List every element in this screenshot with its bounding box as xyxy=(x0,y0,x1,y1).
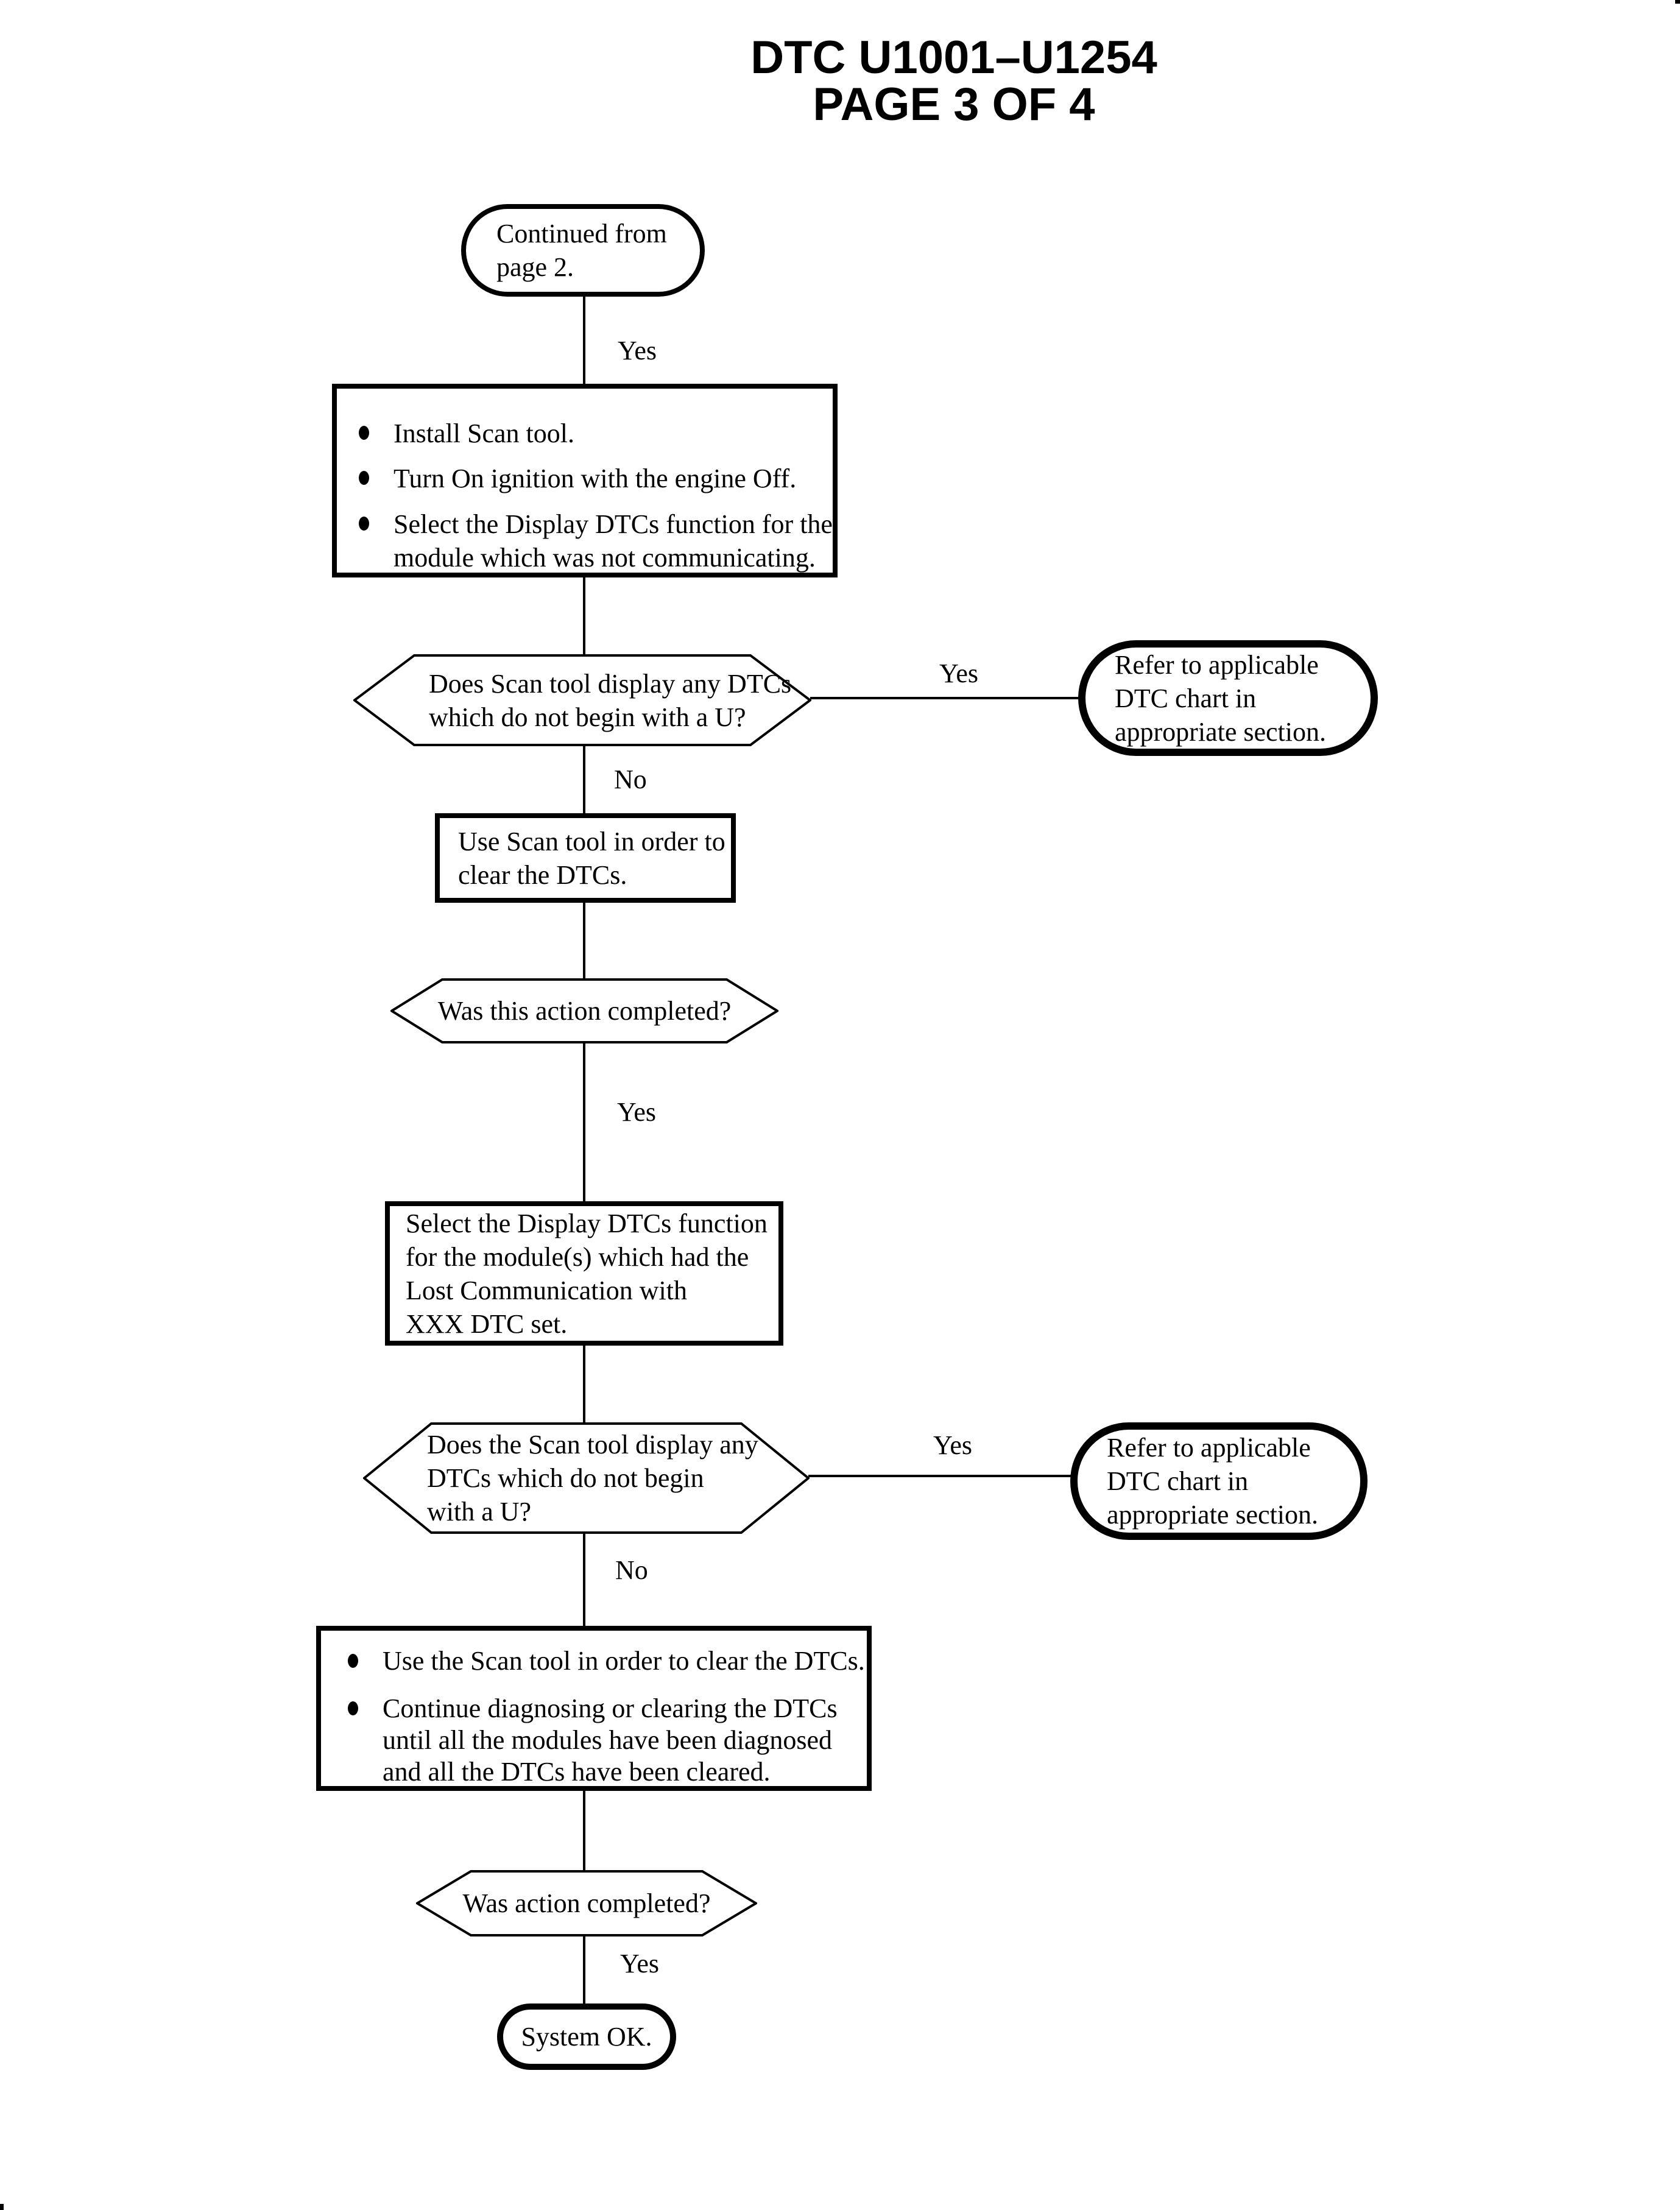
hexagon-outline xyxy=(353,654,811,746)
node-text-line: Lost Communication with xyxy=(406,1275,687,1305)
connector-line xyxy=(583,744,585,814)
terminator-refer-dtc-chart-1: Refer to applicable DTC chart in appropr… xyxy=(1078,640,1378,756)
bullet-text: Install Scan tool. xyxy=(394,417,574,450)
connector-line xyxy=(583,902,585,980)
scan-artifact-mark xyxy=(1675,0,1680,4)
node-text-line: Continued from xyxy=(496,219,667,249)
node-text-line: Select the Display DTCs function xyxy=(406,1208,768,1238)
edge-label-yes: Yes xyxy=(617,1097,657,1127)
connector-line xyxy=(583,1935,585,2005)
process-clear-and-continue: Use the Scan tool in order to clear the … xyxy=(316,1626,872,1791)
node-text-line: Refer to applicable xyxy=(1115,649,1319,680)
node-text-line: which do not begin with a U? xyxy=(429,702,746,732)
bullet-text: Use the Scan tool in order to clear the … xyxy=(383,1645,865,1677)
node-text-line: for the module(s) which had the xyxy=(406,1241,749,1272)
node-text-line: until all the modules have been diagnose… xyxy=(383,1725,833,1755)
node-text-line: Select the Display DTCs function for the xyxy=(394,509,833,539)
hexagon-outline xyxy=(363,1422,810,1534)
node-text-line: Was action completed? xyxy=(462,1888,711,1918)
decision-action-completed-1: Was this action completed? xyxy=(390,978,778,1043)
bullet-item: Use the Scan tool in order to clear the … xyxy=(348,1645,865,1677)
edge-label-yes: Yes xyxy=(620,1949,660,1979)
terminator-refer-dtc-chart-2: Refer to applicable DTC chart in appropr… xyxy=(1070,1422,1368,1540)
connector-line xyxy=(810,697,1079,699)
connector-line xyxy=(583,1343,585,1424)
hexagon-outline xyxy=(416,1870,757,1936)
terminator-continued-from: Continued from page 2. xyxy=(461,204,705,297)
bullet-text: Select the Display DTCs function for the… xyxy=(394,507,833,574)
node-text-line: XXX DTC set. xyxy=(406,1308,568,1339)
decision-action-completed-2: Was action completed? xyxy=(416,1870,757,1936)
decision-scan-tool-dtcs-2: Does the Scan tool display any DTCs whic… xyxy=(363,1422,810,1534)
node-text-line: Install Scan tool. xyxy=(394,418,574,448)
bullet-item: Install Scan tool. xyxy=(359,417,823,450)
node-text-line: Turn On ignition with the engine Off. xyxy=(394,464,797,493)
bullet-item: Select the Display DTCs function for the… xyxy=(359,507,833,574)
process-select-display-dtcs: Select the Display DTCs function for the… xyxy=(385,1201,783,1346)
node-text-line: Use Scan tool in order to xyxy=(458,826,725,856)
bullet-icon xyxy=(348,1654,358,1668)
node-text-line: Use the Scan tool in order to clear the … xyxy=(383,1646,865,1676)
connector-line xyxy=(583,1042,585,1202)
node-text-line: page 2. xyxy=(496,252,574,282)
scan-artifact-mark xyxy=(0,2204,4,2210)
decision-scan-tool-dtcs-1: Does Scan tool display any DTCs which do… xyxy=(353,654,811,746)
node-text-line: and all the DTCs have been cleared. xyxy=(383,1757,771,1787)
connector-line xyxy=(583,1531,585,1627)
bullet-icon xyxy=(359,517,369,531)
node-text-line: Continue diagnosing or clearing the DTCs xyxy=(383,1693,838,1723)
node-text-line: Does Scan tool display any DTCs xyxy=(429,668,792,699)
page-title-line1: DTC U1001–U1254 xyxy=(750,32,1157,83)
edge-label-yes: Yes xyxy=(618,336,657,365)
node-text-line: DTC chart in xyxy=(1115,683,1257,713)
node-text-line: appropriate section. xyxy=(1107,1500,1318,1530)
node-text-line: System OK. xyxy=(521,2022,652,2052)
bullet-text: Continue diagnosing or clearing the DTCs… xyxy=(383,1693,838,1788)
edge-label-yes: Yes xyxy=(939,658,979,688)
edge-label-no: No xyxy=(615,1555,648,1585)
connector-line xyxy=(583,295,585,386)
bullet-item: Continue diagnosing or clearing the DTCs… xyxy=(348,1693,857,1788)
node-text-line: module which was not communicating. xyxy=(394,543,816,573)
process-install-scan-tool: Install Scan tool. Turn On ignition with… xyxy=(332,384,838,577)
node-text-line: DTC chart in xyxy=(1107,1466,1249,1496)
bullet-icon xyxy=(359,471,369,485)
bullet-item: Turn On ignition with the engine Off. xyxy=(359,462,823,495)
page-title: DTC U1001–U1254 PAGE 3 OF 4 xyxy=(670,34,1238,128)
terminator-system-ok: System OK. xyxy=(497,2003,676,2070)
hexagon-outline xyxy=(390,978,778,1043)
edge-label-yes: Yes xyxy=(933,1430,973,1460)
process-clear-dtcs: Use Scan tool in order to clear the DTCs… xyxy=(435,813,736,903)
node-text-line: appropriate section. xyxy=(1115,716,1326,747)
node-text-line: Does the Scan tool display any xyxy=(427,1430,758,1460)
connector-line xyxy=(808,1475,1071,1477)
node-text-line: Was this action completed? xyxy=(437,996,732,1026)
connector-line xyxy=(583,1788,585,1871)
connector-line xyxy=(583,575,585,657)
edge-label-no: No xyxy=(614,764,647,794)
bullet-icon xyxy=(359,426,369,440)
bullet-text: Turn On ignition with the engine Off. xyxy=(394,462,796,495)
page-title-line2: PAGE 3 OF 4 xyxy=(813,79,1095,130)
node-text-line: with a U? xyxy=(427,1497,532,1527)
node-text-line: DTCs which do not begin xyxy=(427,1463,704,1493)
bullet-icon xyxy=(348,1701,358,1715)
node-text-line: clear the DTCs. xyxy=(458,860,627,890)
node-text-line: Refer to applicable xyxy=(1107,1433,1311,1463)
